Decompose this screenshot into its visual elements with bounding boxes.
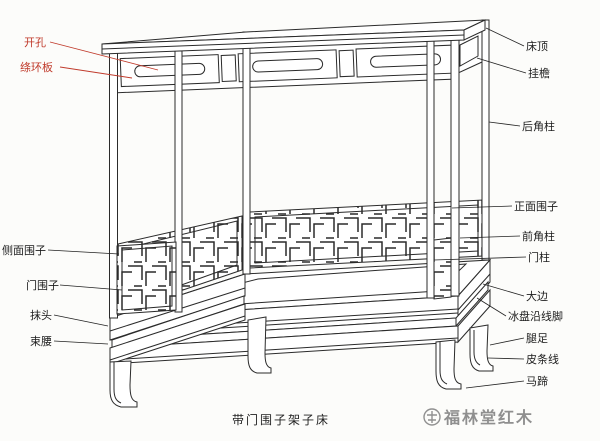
- eave-open-slot: [252, 58, 324, 73]
- leader-frame-edge: [482, 283, 525, 297]
- leader-side-rail: [47, 249, 120, 255]
- right-eave-inner: [459, 35, 479, 67]
- label-canopy-top: 床顶: [526, 39, 548, 53]
- waist-right: [455, 280, 489, 328]
- watermark-seal-icon: [423, 408, 441, 426]
- label-beading-line: 皮条线: [526, 352, 559, 366]
- leader-taohuan-board: [59, 66, 133, 79]
- rear-right-corner-post: [481, 19, 490, 261]
- right-door-post: [426, 40, 435, 299]
- leader-door-post: [433, 256, 527, 261]
- labels-right: 床顶 挂檐 后角柱 正面围子 前角柱 门柱 大边 冰盘沿线脚 腿足 皮条线 马蹄: [508, 39, 563, 388]
- leader-lines: [47, 27, 527, 389]
- label-end-rail: 抹头: [30, 309, 52, 322]
- canopy-molding-line: [101, 34, 465, 50]
- taohuan-board: [119, 54, 220, 88]
- taohuan-board: [237, 49, 338, 83]
- watermark: 福林堂红木: [423, 408, 534, 427]
- leader-waist: [53, 340, 109, 345]
- apron-beading-line: [109, 337, 459, 361]
- leader-beading-line: [487, 357, 525, 360]
- red-leader-lines: [49, 41, 159, 79]
- label-rear-corner-post: 后角柱: [522, 119, 555, 133]
- eave-divider: [220, 54, 237, 82]
- label-hanging-eave: 挂檐: [528, 66, 550, 80]
- front-right-leg: [435, 339, 462, 390]
- label-front-corner-post: 前角柱: [522, 229, 555, 243]
- leader-rear-corner-post: [488, 121, 521, 127]
- bed-drawing: [101, 19, 494, 408]
- ice-plate-molding-line: [457, 273, 491, 311]
- diagram-caption: 带门围子架子床: [232, 412, 330, 427]
- labels-left: 开孔 绦环板 侧面围子 门围子 抹头 束腰: [2, 36, 59, 348]
- leg-beading-line: [113, 362, 122, 404]
- leader-front-corner-post: [459, 235, 521, 239]
- leader-door-rail: [59, 284, 123, 291]
- leader-canopy-top: [485, 27, 525, 47]
- front-left-corner-post: [109, 51, 118, 319]
- rear-left-leg: [247, 316, 272, 374]
- eave-divider: [338, 49, 355, 78]
- leader-ice-plate-molding: [476, 297, 507, 317]
- label-ice-plate-molding: 冰盘沿线脚: [508, 309, 563, 323]
- leg-beading-line: [473, 330, 481, 366]
- platform-right-face: [457, 258, 491, 320]
- eave-open-slot: [370, 53, 442, 68]
- front-left-leg: [109, 360, 138, 408]
- label-front-rail: 正面围子: [514, 200, 558, 213]
- eave-open-slot: [134, 62, 206, 78]
- label-frame-edge: 大边: [526, 289, 548, 303]
- leg-beading-line: [439, 342, 448, 385]
- label-taohuan-board: 绦环板: [20, 60, 53, 74]
- leader-hanging-eave: [476, 57, 527, 74]
- label-door-post: 门柱: [528, 250, 550, 264]
- front-right-corner-post: [450, 39, 460, 297]
- rear-left-corner-post: [242, 31, 251, 275]
- label-side-rail: 侧面围子: [2, 244, 46, 257]
- leader-open-slot: [49, 41, 159, 71]
- apron-beading-line: [109, 315, 246, 361]
- canopy-right-edge: [463, 19, 486, 41]
- leader-end-rail: [53, 314, 109, 327]
- label-open-slot: 开孔: [24, 36, 46, 49]
- door-railing-right: [433, 237, 452, 300]
- leader-front-rail: [451, 205, 513, 209]
- label-waist: 束腰: [30, 335, 52, 348]
- label-horse-hoof: 马蹄: [526, 374, 548, 388]
- door-railing-left: [116, 241, 177, 315]
- rear-railing-inner-border: [254, 204, 479, 264]
- label-door-rail: 门围子: [26, 278, 59, 292]
- rear-right-leg: [469, 324, 494, 372]
- leader-leg: [489, 337, 525, 346]
- watermark-brand-text: 福林堂红木: [443, 408, 534, 427]
- label-leg: 腿足: [526, 332, 548, 345]
- leader-horse-hoof: [465, 380, 525, 389]
